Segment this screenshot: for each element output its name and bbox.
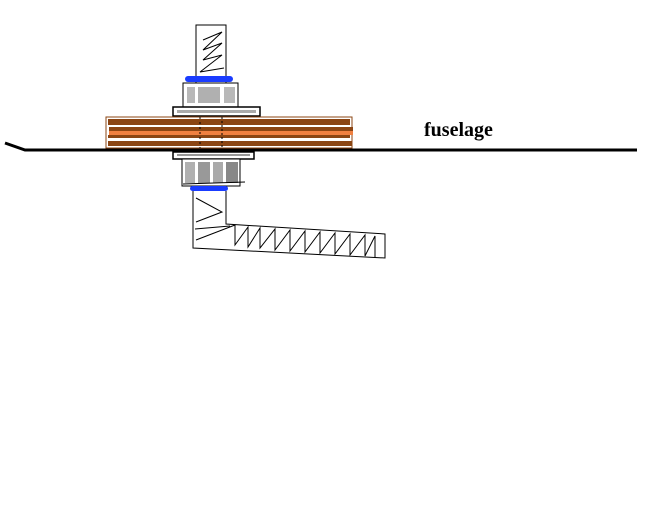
fuselage-line [4,141,637,152]
lower-bent-bolt [192,191,386,259]
upper-nut [182,82,239,108]
lower-lock-washer [190,186,228,191]
wood-plank [105,116,353,149]
upper-washer [172,106,261,117]
fuselage-label: fuselage [424,119,493,141]
lower-washer [172,151,255,160]
upper-lock-washer [185,76,233,82]
lower-nut [181,158,246,187]
